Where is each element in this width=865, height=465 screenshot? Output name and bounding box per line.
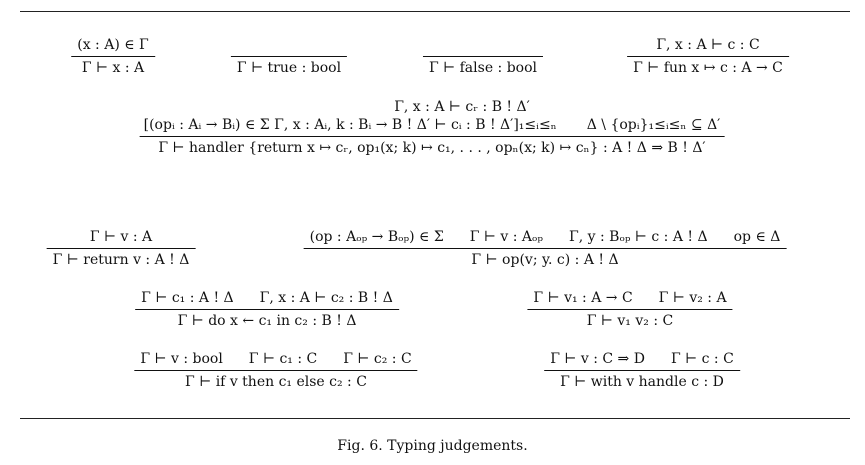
rule-do-premise: Γ, x : A ⊢ c₂ : B ! Δ bbox=[259, 290, 393, 306]
rule-var-conclusion: Γ ⊢ x : A bbox=[81, 60, 145, 76]
rule-true-bar bbox=[230, 56, 348, 57]
rule-return-premise: Γ ⊢ v : A bbox=[89, 229, 153, 245]
rule-op-premises: (op : Aₒₚ → Bₒₚ) ∈ Σ Γ ⊢ v : Aₒₚ Γ, y : … bbox=[304, 228, 787, 247]
rule-with-premise: Γ ⊢ v : C ⇒ D bbox=[550, 351, 645, 367]
rule-var: (x : A) ∈ Γ Γ ⊢ x : A bbox=[71, 36, 155, 78]
rule-return-conclusion: Γ ⊢ return v : A ! Δ bbox=[52, 252, 190, 268]
rule-fun: Γ, x : A ⊢ c : C Γ ⊢ fun x ↦ c : A → C bbox=[627, 36, 789, 78]
rule-if-premise: Γ ⊢ c₁ : C bbox=[248, 351, 318, 367]
rule-do-premises: Γ ⊢ c₁ : A ! Δ Γ, x : A ⊢ c₂ : B ! Δ bbox=[135, 289, 399, 308]
rule-do-premise: Γ ⊢ c₁ : A ! Δ bbox=[141, 290, 234, 306]
rule-with-premises: Γ ⊢ v : C ⇒ D Γ ⊢ c : C bbox=[544, 350, 740, 369]
rule-var-bar bbox=[71, 56, 155, 57]
rule-do-bar bbox=[135, 309, 399, 310]
rule-fun-premise: Γ, x : A ⊢ c : C bbox=[656, 37, 760, 53]
rule-handler: Γ, x : A ⊢ cᵣ : B ! Δ′ [(opᵢ : Aᵢ → Bᵢ) … bbox=[139, 98, 725, 158]
rule-do: Γ ⊢ c₁ : A ! Δ Γ, x : A ⊢ c₂ : B ! Δ Γ ⊢… bbox=[135, 289, 399, 331]
rule-handler-premise-b: Δ \ {opᵢ}₁≤ᵢ≤ₙ ⊆ Δ′ bbox=[586, 117, 721, 133]
rule-op: (op : Aₒₚ → Bₒₚ) ∈ Σ Γ ⊢ v : Aₒₚ Γ, y : … bbox=[303, 228, 787, 270]
rule-var-premise: (x : A) ∈ Γ bbox=[77, 37, 149, 53]
rule-with: Γ ⊢ v : C ⇒ D Γ ⊢ c : C Γ ⊢ with v handl… bbox=[544, 350, 740, 392]
rule-false: Γ ⊢ false : bool bbox=[422, 36, 544, 78]
rule-with-premise: Γ ⊢ c : C bbox=[670, 351, 734, 367]
rule-if-bar bbox=[134, 370, 418, 371]
rule-fun-conclusion: Γ ⊢ fun x ↦ c : A → C bbox=[633, 60, 783, 76]
rule-true-premise bbox=[231, 36, 347, 55]
rule-if: Γ ⊢ v : bool Γ ⊢ c₁ : C Γ ⊢ c₂ : C Γ ⊢ i… bbox=[134, 350, 418, 392]
rule-with-bar bbox=[544, 370, 740, 371]
rule-if-premise: Γ ⊢ v : bool bbox=[140, 351, 223, 367]
rule-handler-premise-top: Γ, x : A ⊢ cᵣ : B ! Δ′ bbox=[394, 99, 530, 115]
rule-return: Γ ⊢ v : A Γ ⊢ return v : A ! Δ bbox=[46, 228, 196, 270]
rule-true-conclusion: Γ ⊢ true : bool bbox=[236, 60, 342, 76]
rule-handler-premise-a: [(opᵢ : Aᵢ → Bᵢ) ∈ Σ Γ, x : Aᵢ, k : Bᵢ →… bbox=[143, 117, 557, 133]
rule-op-premise: Γ ⊢ v : Aₒₚ bbox=[469, 229, 544, 245]
rule-op-bar bbox=[303, 248, 787, 249]
rule-if-conclusion: Γ ⊢ if v then c₁ else c₂ : C bbox=[185, 374, 367, 390]
rule-op-conclusion: Γ ⊢ op(v; y. c) : A ! Δ bbox=[471, 252, 619, 268]
rule-false-premise bbox=[423, 36, 543, 55]
figure-caption: Fig. 6. Typing judgements. bbox=[337, 438, 528, 454]
rule-op-premise: Γ, y : Bₒₚ ⊢ c : A ! Δ bbox=[569, 229, 708, 245]
rule-app-premises: Γ ⊢ v₁ : A → C Γ ⊢ v₂ : A bbox=[527, 289, 732, 308]
rule-app: Γ ⊢ v₁ : A → C Γ ⊢ v₂ : A Γ ⊢ v₁ v₂ : C bbox=[527, 289, 733, 331]
rule-false-bar bbox=[422, 56, 544, 57]
rule-if-premises: Γ ⊢ v : bool Γ ⊢ c₁ : C Γ ⊢ c₂ : C bbox=[134, 350, 417, 369]
rule-app-bar bbox=[527, 309, 733, 310]
rule-handler-conclusion: Γ ⊢ handler {return x ↦ cᵣ, op₁(x; k) ↦ … bbox=[158, 140, 706, 156]
top-rule bbox=[20, 11, 850, 12]
rule-false-conclusion: Γ ⊢ false : bool bbox=[428, 60, 538, 76]
rule-do-conclusion: Γ ⊢ do x ← c₁ in c₂ : B ! Δ bbox=[177, 313, 357, 329]
rule-op-premise: (op : Aₒₚ → Bₒₚ) ∈ Σ bbox=[309, 229, 444, 245]
rule-app-premise: Γ ⊢ v₁ : A → C bbox=[533, 290, 633, 306]
rule-fun-bar bbox=[627, 56, 789, 57]
rule-handler-premises: [(opᵢ : Aᵢ → Bᵢ) ∈ Σ Γ, x : Aᵢ, k : Bᵢ →… bbox=[140, 116, 725, 135]
rule-op-premise: op ∈ Δ bbox=[733, 229, 781, 245]
bottom-rule bbox=[20, 418, 850, 419]
rule-handler-bar bbox=[139, 136, 725, 137]
rule-app-conclusion: Γ ⊢ v₁ v₂ : C bbox=[586, 313, 674, 329]
rule-with-conclusion: Γ ⊢ with v handle c : D bbox=[560, 374, 724, 390]
rule-if-premise: Γ ⊢ c₂ : C bbox=[343, 351, 412, 367]
rule-true: Γ ⊢ true : bool bbox=[230, 36, 348, 78]
rule-return-bar bbox=[46, 248, 196, 249]
rule-app-premise: Γ ⊢ v₂ : A bbox=[658, 290, 727, 306]
